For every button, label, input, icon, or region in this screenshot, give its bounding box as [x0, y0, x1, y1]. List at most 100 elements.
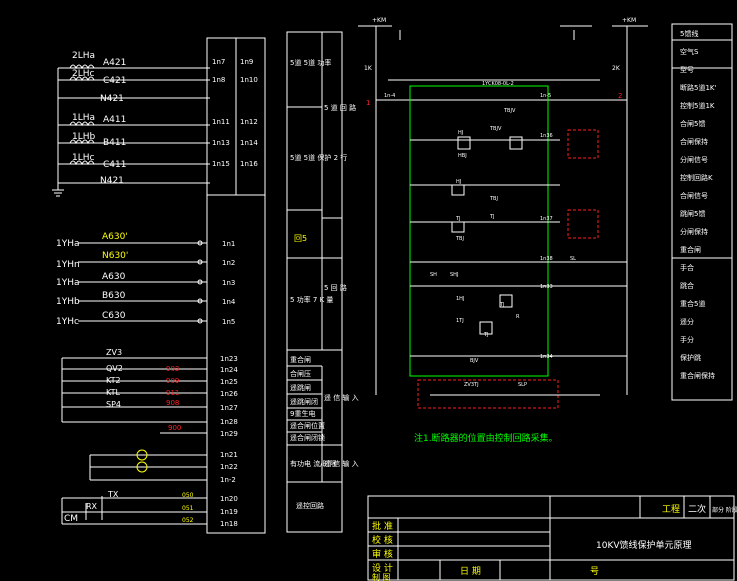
bottom-label-zv3tj: ZV3TJ — [464, 382, 479, 388]
func-cell-4: 5 功率 7 K 量 — [290, 295, 333, 304]
pt-label-1yhc: 1YHc — [56, 317, 79, 327]
switch-terminal-1n29: 1n29 — [220, 430, 238, 438]
comm-code-052: 052 — [182, 517, 194, 524]
ctrl-terminal-2: 1n-5 — [540, 93, 551, 99]
pt-wire-n630p: N630' — [102, 251, 128, 261]
title-project-label: 工程 — [662, 504, 680, 515]
pt-label-1yhb: 1YHb — [56, 297, 80, 307]
ct-wire-c411: C411 — [103, 160, 126, 170]
signal-list-item: 5馈线 — [680, 29, 698, 38]
comp-tj-4: TJ — [499, 302, 505, 308]
switch-block — [61, 357, 207, 434]
comp-bjv: BJV — [470, 358, 479, 364]
ct-wire-n421b: N421 — [100, 176, 124, 186]
comp-sh: SH — [430, 272, 437, 278]
signal-list-item: 分闸信号 — [680, 155, 708, 164]
comm-block — [61, 496, 207, 525]
func-cell-11: 遥合闸闭锁 — [290, 433, 325, 442]
switch-code-908: 908 — [166, 399, 179, 407]
terminal-1n16: 1n16 — [240, 160, 258, 168]
switch-terminal-1n26: 1n26 — [220, 390, 238, 398]
comm-label-tx: TX — [107, 490, 119, 499]
title-stage-label: 二次 — [688, 503, 706, 515]
pt-wire-c630: C630 — [102, 311, 126, 321]
switch-code-909: 909 — [166, 377, 179, 385]
ct-wire-n421: N421 — [100, 94, 124, 104]
pt-wire-a630: A630 — [102, 272, 126, 282]
comm-terminal-1n20: 1n20 — [220, 495, 238, 503]
title-row-check: 校 核 — [372, 534, 393, 546]
pt-wire-a630p: A630' — [102, 232, 128, 242]
switch-label-qv2: QV2 — [106, 364, 123, 373]
pt-terminal-1n2: 1n2 — [222, 259, 235, 267]
bus-right-label: +KM — [622, 17, 636, 24]
comp-hj-2: HJ — [456, 179, 461, 185]
signal-list-item: 控制回路K — [680, 173, 713, 182]
lamp-terminal-1n21: 1n21 — [220, 451, 238, 459]
func-cell-12: 有功电 流/时限 — [290, 459, 337, 468]
switch-terminal-1n23: 1n23 — [220, 355, 238, 363]
switch-terminal-1n24: 1n24 — [220, 366, 238, 374]
signal-list-item: 保护跳 — [680, 353, 701, 362]
comm-terminal-1n18: 1n18 — [220, 520, 238, 528]
comp-tj-3: TJ — [483, 332, 489, 338]
terminal-1n10: 1n10 — [240, 76, 258, 84]
signal-list-item: 跳合 — [680, 281, 694, 290]
func-right-1: 5 道 回 路 — [324, 103, 356, 112]
lamp-terminal-1n22: 1n22 — [220, 463, 238, 471]
comp-tbjv-2: TBJV — [503, 108, 516, 114]
signal-list-item: 重合5道 — [680, 299, 705, 308]
switch-terminal-1n25: 1n25 — [220, 378, 238, 386]
signal-list-item: 空气S — [680, 47, 699, 56]
pt-terminal-1n3: 1n3 — [222, 279, 235, 287]
switch-terminal-1n27: 1n27 — [220, 404, 238, 412]
signal-list-item: 手分 — [680, 335, 694, 344]
ct-label-2lhc: 2LHc — [72, 69, 95, 79]
ctrl-terminal-6: 1n33 — [540, 284, 553, 290]
func-cell-13: 遥控回路 — [296, 501, 324, 510]
switch-code-900: 900 — [168, 424, 181, 432]
func-cell-7: 遥跳闸 — [290, 383, 311, 392]
terminal-1n14: 1n14 — [240, 139, 258, 147]
pt-wire-b630: B630 — [102, 291, 126, 301]
func-cell-1: 5道 5道 功率 — [290, 58, 331, 67]
comp-tbjv-1: TBJV — [489, 126, 502, 132]
breaker-label-2k: 2K — [612, 65, 621, 72]
signal-list-item: 断路5道1K' — [680, 83, 716, 92]
comm-code-050: 050 — [182, 492, 194, 499]
signal-list-items: 5馈线空气S型号断路5道1K'控制5道1K合闸5馈合闸保持分闸信号控制回路K合闸… — [680, 29, 716, 380]
func-right-3: 遥 信 输 入 — [324, 393, 359, 402]
terminal-1n11: 1n11 — [212, 118, 230, 126]
comp-1tj: 1TJ — [456, 318, 464, 324]
terminal-1n15: 1n15 — [212, 160, 230, 168]
title-date-label: 日 期 — [460, 566, 481, 577]
ct-block — [52, 64, 210, 197]
title-stage-sub: 部分 阶段 — [712, 506, 737, 514]
switch-code-903: 903 — [166, 365, 179, 373]
side-mark-1: 1 — [366, 99, 370, 107]
comp-tj-2: TJ — [489, 214, 495, 220]
comp-tbj: TBJ — [489, 196, 498, 202]
switch-label-zv3: ZV3 — [106, 348, 122, 357]
comp-sl: SL — [570, 256, 576, 262]
pt-terminal-1n4: 1n4 — [222, 298, 236, 306]
pt-label-1yhn: 1YHn — [56, 260, 80, 270]
comm-terminal-1n19: 1n19 — [220, 508, 238, 516]
bottom-label-slp: SLP — [518, 382, 527, 388]
lamp-terminal-1n-2: 1n-2 — [220, 476, 236, 484]
signal-list-item: 合闸保持 — [680, 137, 708, 146]
title-number-label: 号 — [590, 566, 599, 577]
ctrl-terminal-3: 1n36 — [540, 133, 553, 139]
signal-list-item: 合闸信号 — [680, 191, 708, 200]
title-block-grid — [367, 495, 735, 581]
ct-label-2lha: 2LHa — [72, 51, 95, 61]
control-circuit — [358, 25, 648, 409]
comp-r: R — [516, 314, 520, 320]
terminal-1n7: 1n7 — [212, 58, 225, 66]
pt-terminal-1n5: 1n5 — [222, 318, 235, 326]
signal-list-item: 重合闸保持 — [680, 371, 715, 380]
side-mark-2: 2 — [618, 92, 622, 100]
ctrl-terminal-7: 1n34 — [540, 354, 553, 360]
comp-1hj: 1HJ — [456, 296, 464, 302]
